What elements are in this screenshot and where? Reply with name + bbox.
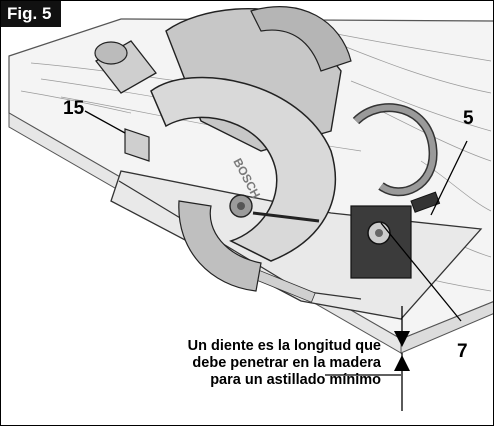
depth-caption: Un diente es la longitud que debe penetr… (71, 338, 381, 389)
callout-5: 5 (463, 108, 474, 129)
wood-board-side (400, 301, 493, 354)
dimension-arrow-up (394, 355, 410, 371)
dimension-arrow-down (394, 331, 410, 347)
retract-lever (252, 211, 320, 223)
depth-lever (410, 191, 441, 213)
leader-lines (84, 110, 468, 322)
dust-port-opening (94, 41, 128, 65)
caption-line-3: para un astillado mínimo (210, 372, 381, 388)
saw-blade (178, 200, 262, 292)
figure-label: Fig. 5 (1, 1, 61, 27)
rear-handle-outline (353, 104, 437, 195)
rip-fence (124, 128, 150, 162)
handle-top (250, 6, 352, 72)
callout-15: 15 (63, 98, 85, 119)
caption-line-1: Un diente es la longitud que (187, 338, 381, 354)
blade-guard (150, 76, 336, 262)
caption-line-2: debe penetrar en la madera (192, 355, 381, 371)
callout-7: 7 (457, 341, 468, 362)
